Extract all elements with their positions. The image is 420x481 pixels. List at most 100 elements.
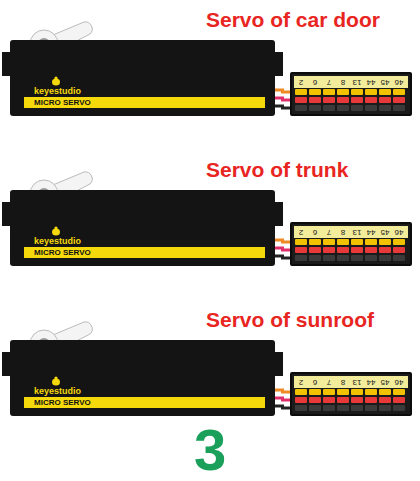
pin [323,389,335,395]
pin-row [294,89,408,96]
logo-icon [50,226,62,236]
logo-icon [50,76,62,86]
pin-number: 45 [378,226,392,238]
pin [337,405,349,411]
servo-title: Servo of trunk [206,158,348,182]
servo-body: keyestudioMICRO SERVO [10,190,275,266]
model-band: MICRO SERVO [24,97,265,108]
pin-row [294,97,408,104]
pin [295,247,307,253]
pin-header: 267813444546 [290,222,412,266]
wire-strand [275,106,290,108]
pin [379,105,391,111]
pin [309,247,321,253]
wire-strand [275,90,290,92]
pin-row [294,405,408,412]
pin [351,89,363,95]
pin [323,105,335,111]
pin [337,247,349,253]
pin [295,89,307,95]
pin [365,97,377,103]
pin [323,97,335,103]
wire-strand [275,248,290,250]
pin [379,397,391,403]
brand-text: keyestudio [34,386,81,396]
pin [379,97,391,103]
wire-strand [275,406,290,408]
pin [365,389,377,395]
pin [323,239,335,245]
servo-body: keyestudioMICRO SERVO [10,340,275,416]
servo-body: keyestudioMICRO SERVO [10,40,275,116]
pin-number: 2 [294,376,308,388]
pin [323,247,335,253]
pin-number: 46 [392,376,406,388]
pin-number: 7 [322,376,336,388]
pin [309,89,321,95]
pin-row [294,239,408,246]
pin-number: 46 [392,76,406,88]
pin [295,255,307,261]
pin [309,97,321,103]
pin [365,405,377,411]
page-number: 3 [194,416,226,481]
pin [379,247,391,253]
pin [379,389,391,395]
pin-header: 267813444546 [290,372,412,416]
pin [337,255,349,261]
pin-header: 267813444546 [290,72,412,116]
pin [379,255,391,261]
pin-number-row: 267813444546 [294,226,408,238]
pin-number-row: 267813444546 [294,376,408,388]
servo-wire [275,240,290,258]
model-text: MICRO SERVO [34,397,91,408]
pin [393,405,405,411]
model-band: MICRO SERVO [24,397,265,408]
pin [393,97,405,103]
pin [351,255,363,261]
pin-row [294,247,408,254]
pin [351,239,363,245]
pin [323,405,335,411]
model-band: MICRO SERVO [24,247,265,258]
pin [337,389,349,395]
pin [309,397,321,403]
pin [393,105,405,111]
pin [393,247,405,253]
pin [309,389,321,395]
pin [365,255,377,261]
pin [351,247,363,253]
pin [295,397,307,403]
pin-number: 45 [378,376,392,388]
wire-strand [275,390,290,392]
pin [295,239,307,245]
pin-number: 13 [350,76,364,88]
pin [351,105,363,111]
pin [351,405,363,411]
pin [393,255,405,261]
pin [351,397,363,403]
pin [295,405,307,411]
pin-number: 7 [322,76,336,88]
wire-strand [275,256,290,258]
pin [323,397,335,403]
pin-number: 6 [308,376,322,388]
model-text: MICRO SERVO [34,97,91,108]
pin [309,105,321,111]
servo-title: Servo of sunroof [206,308,374,332]
pin [379,239,391,245]
pin-number: 44 [364,376,378,388]
pin [337,105,349,111]
pin-number: 2 [294,226,308,238]
pin-number: 8 [336,76,350,88]
pin-number-row: 267813444546 [294,76,408,88]
pin [379,405,391,411]
pin-row [294,397,408,404]
pin-row [294,105,408,112]
pin [309,239,321,245]
pin-number: 6 [308,226,322,238]
pin [379,89,391,95]
servo-wire [275,390,290,408]
servo-wire [275,90,290,108]
